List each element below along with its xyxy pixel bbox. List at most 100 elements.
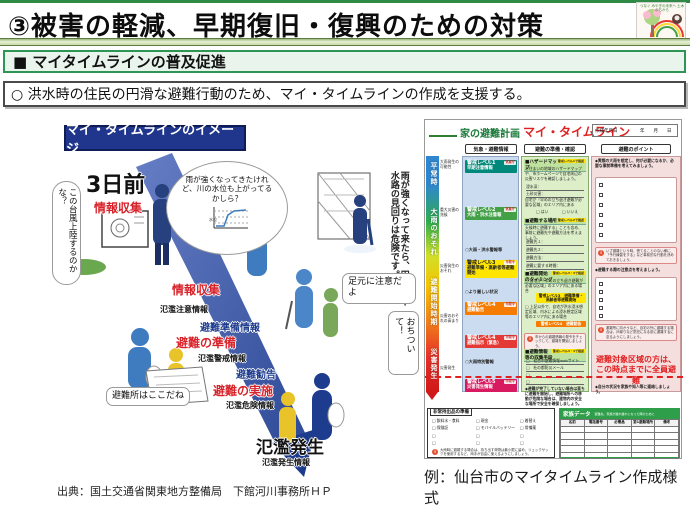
prep-mini-level4: 警戒レベル4 避難勧告 <box>536 321 586 328</box>
carry-blank: □ <box>520 433 524 438</box>
speech-bubble-river-level: 雨が強くなってきたけれど、川の水位も上がってるかしら？ 水位 <box>166 161 288 255</box>
level-4b-name: 警戒レベル4 <box>467 335 496 341</box>
deadline-dashed-line <box>425 376 683 378</box>
carry-item-5: □ モバイルバッテリー <box>476 425 515 430</box>
logo-art <box>643 9 684 38</box>
level-4-source: 市発令 <box>504 302 516 307</box>
lead-statement: ○ 洪水時の住民の円滑な避難行動のため、マイ・タイムラインの作成を支援する。 <box>11 87 531 103</box>
prep-sec3-case1: □ 自宅が「早めの立ち退き避難が必要な区域」のエリア内にある場合 <box>525 278 583 293</box>
level-1-desc: 早期注意情報 <box>467 165 493 171</box>
label-evac-action: 避難の実施 <box>213 384 274 398</box>
speech-bubble-shelter: 避難所はここだね <box>106 387 191 407</box>
warning-level-1-box: 気象庁 警戒レベル1 早期注意情報 <box>465 160 517 173</box>
family-data-table: 名前 電話番号 必需品 第1避難場所 備考 <box>560 419 679 459</box>
carry-blank: □ <box>476 433 480 438</box>
evacuate-all-warning: 避難対象区域の方は、この時点までに全員避難 <box>596 355 676 385</box>
prep-field-dest2: 避難先２： <box>526 247 584 254</box>
level-4-desc: 避難勧告 <box>467 307 485 313</box>
carry-blank: □ <box>432 433 436 438</box>
level-2-desc: 大雨・洪水注意報 <box>467 212 502 218</box>
family-col-shelter: 第1避難場所 <box>630 419 656 427</box>
prep-field-dest1: 避難先１： <box>526 239 584 246</box>
warning-level-2-box: 気象庁 警戒レベル2 大雨・洪水注意報 <box>465 207 517 220</box>
point-text-2: ◆避難する際の注意点を考えましょう。 <box>595 267 663 272</box>
point-text-1: ◆実際の大雨を想定し、何が必要になるか、必要な事前準備を考えてみましょう。 <box>595 158 674 168</box>
prep-source-mail: □ 杜の都防災メール <box>526 365 584 372</box>
label-flood-occur: 氾濫発生 <box>256 438 324 458</box>
point-checklist-1 <box>595 177 677 243</box>
form-name-underline <box>429 135 457 137</box>
column-header-point: 避難のポイント <box>601 144 671 154</box>
level-1-name: 警戒レベル1 <box>467 160 496 166</box>
label-info-collect-1: 情報収集 <box>94 201 143 215</box>
family-data-title: 家族データ <box>563 412 591 418</box>
prep-sec1-question: 自宅が「早めの立ち退き避難が必要な区域」のエリア内にある <box>525 197 582 207</box>
warning-level-4-box: 市発令 警戒レベル4 避難勧告 <box>465 302 517 315</box>
met-note-1: ○大雨・洪水警報等 <box>465 247 503 252</box>
person-patrol-navy <box>344 195 376 253</box>
level-3-source: 市発令 <box>504 260 516 265</box>
point-info-box-2: i 避難所に向かうなど、自宅の外に避難する場合は、戸締りなど防犯になる前に避難す… <box>595 324 677 341</box>
timeline-badge: マイ・タイムラインのイメージ <box>64 123 246 157</box>
prep-sec2-body: 天候時に避難する」ことも含め、事前に避難先や避難方法を考えましょう。 <box>525 225 582 240</box>
prep-sec4-title: ■避難情報等の収集手段 <box>525 350 553 361</box>
phase-note-4: 災害のおそれの高まり <box>440 313 459 323</box>
level-3-name: 警戒レベル3 <box>467 260 496 266</box>
label-flood-occur-info: 氾濫発生情報 <box>262 458 310 467</box>
mascot-logo: つなぐ みやぎの未来へ 土木のちから <box>636 2 686 42</box>
column-header-prep: 避難の準備・確認 <box>524 144 586 154</box>
prep-info-text: 市からの避難情報の発令をチェックして、避難を開始しましょう。 <box>535 335 583 348</box>
lead-statement-box: ○ 洪水時の住民の円滑な避難行動のため、マイ・タイムラインの作成を支援する。 <box>3 81 686 107</box>
form-title-prefix: 家の避難計画 <box>460 129 520 140</box>
form-date-field: 作成年月日 年 月 日 <box>592 124 678 137</box>
illustration-panel: マイ・タイムラインのイメージ 3日前 情報収集 この台風上陸するのかな？ 雨が強… <box>50 115 419 481</box>
carry-item-2: □ 現金 <box>476 418 489 423</box>
person-elderly-pair <box>285 269 338 337</box>
speech-bubble-typhoon: この台風上陸するのかな？ <box>52 181 82 285</box>
prep-sec2-tag: 警戒レベル2で確認 <box>556 218 585 222</box>
prep-bottom-note: ◆避難が完了していない場合は直ちに避難を開始し、避難場所への移動が危険な場合は、… <box>525 386 585 406</box>
level-5-name: 警戒レベル5 <box>467 379 496 385</box>
label-3days-before: 3日前 <box>86 173 146 198</box>
phase-heavy-rain: 大雨のおそれ <box>430 208 438 256</box>
prep-sec3-case2: □ 上記以外で、自宅が洪水浸水想定区域、内水による浸水想定区域等のエリア内にある… <box>525 304 583 319</box>
phase-note-2: 重大災害の兆候 <box>440 207 459 217</box>
phase-note-3: 災害発生のおそれ <box>440 263 459 273</box>
prep-column: 警戒レベル1で確認 ■ハザードマップ お住まいの地域のハザードマップや、市ホーム… <box>521 156 589 406</box>
source-credit: 出典：国土交通省関東地方整備局 下館河川事務所ＨＰ <box>57 485 332 498</box>
carry-note: i 大雨時に避難する場合は、持ち出す荷物は最小限に留め、リュックサックを使用する… <box>430 447 552 458</box>
section-banner-label: ■ マイタイムラインの普及促進 <box>13 53 226 71</box>
section-banner: ■ マイタイムラインの普及促進 <box>3 50 686 73</box>
level-3-desc: 避難準備・高齢者等避難開始 <box>467 265 515 276</box>
warning-level-3-box: 市発令 警戒レベル3 避難準備・高齢者等避難開始 <box>465 260 517 278</box>
family-row <box>560 451 679 459</box>
level-5-source: 市発令 <box>504 379 516 384</box>
label-evac-advisory: 避難勧告 <box>236 370 276 381</box>
carry-note-text: 大雨時に避難する場合は、持ち出す荷物は最小限に留め、リュックサックを使用するなど… <box>440 448 549 457</box>
page-title: ③被害の軽減、早期復旧・復興のための対策 <box>8 12 545 42</box>
info-icon: i <box>598 250 604 256</box>
prep-sec4-header: 警戒レベル3・4で確認 ■避難情報等の収集手段 <box>524 349 586 362</box>
level-4-name: 警戒レベル4 <box>467 302 496 308</box>
phase-normal: 平常時 <box>430 162 438 186</box>
carry-items-title: 非常持出品の準備 <box>430 408 472 416</box>
label-flood-danger-info: 氾濫危険情報 <box>226 401 274 410</box>
prep-field-landslide: 土砂災害： <box>526 191 584 198</box>
carry-item-6: □ 常備薬 <box>520 425 537 430</box>
info-icon: i <box>432 449 438 455</box>
level-2-source: 気象庁 <box>504 207 516 212</box>
phase-disaster: 災害発生 <box>430 348 438 380</box>
carry-items-box: 非常持出品の準備 □ 飲料水・食料 □ 現金 □ 着替え □ 保険証 □ モバイ… <box>427 408 555 458</box>
prep-sec2-header: 警戒レベル2で確認 ■避難する場所 <box>524 218 586 225</box>
phase-evac-start: 避難開始時期 <box>430 278 438 326</box>
speech-bubble-watch-feet: 足元に注意だよ <box>342 273 416 304</box>
prep-field-depth: 浸水深： <box>526 184 584 191</box>
met-note-3: ○大雨特別警報 <box>465 359 494 364</box>
warning-level-5-box: 市発令 警戒レベル5 災害発生情報 <box>465 379 517 392</box>
prep-info-box: i 市からの避難情報の発令をチェックして、避難を開始しましょう。 <box>524 333 586 350</box>
level-4b-source: 市発令 <box>504 335 516 340</box>
svg-text:水位: 水位 <box>209 216 217 222</box>
divider-bar <box>0 38 690 46</box>
point-info-text-1: いざ避難という時、慌てることのない様に、「予行練習をする」など事前的な行動を決め… <box>606 249 674 262</box>
label-info-collect-2: 情報収集 <box>172 283 221 297</box>
